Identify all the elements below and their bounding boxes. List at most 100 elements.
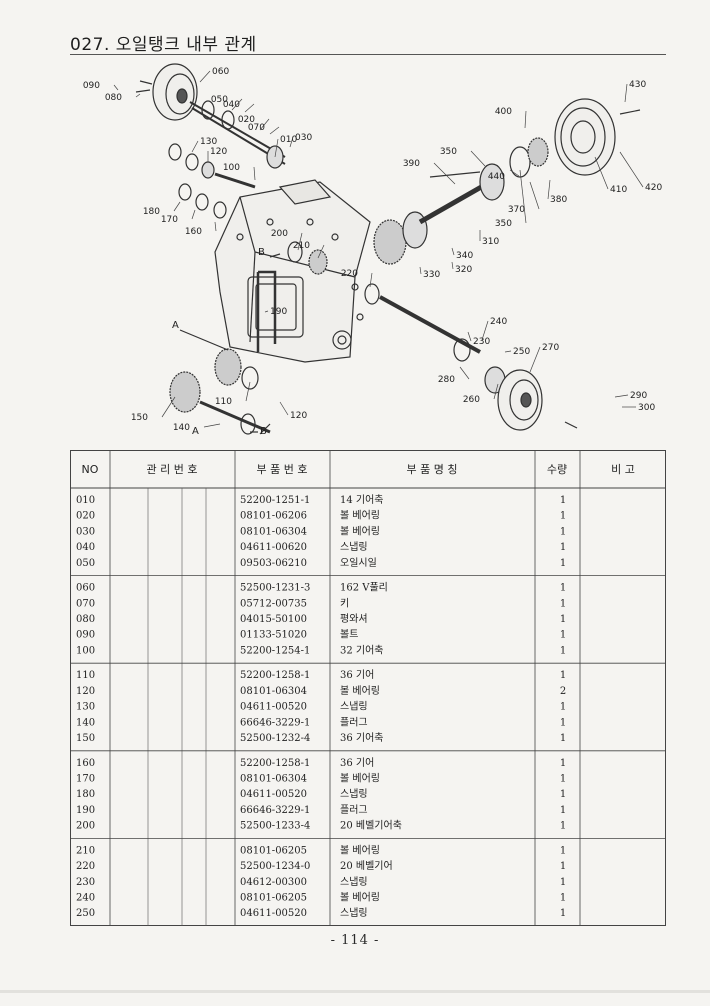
part-callout-030: 030 [295,133,312,143]
row-part-name: 20 베벨기어 [340,860,393,872]
row-no: 110 [76,670,95,681]
part-callout-070: 070 [248,123,265,133]
row-part-name: 스냅링 [340,907,368,919]
row-no: 080 [76,614,95,625]
page-title: 027. 오일탱크 내부 관계 [70,35,257,55]
title-rule [70,54,666,55]
header-remarks: 비 고 [611,463,635,476]
callout-leader [451,261,454,270]
row-part-number: 04611-00520 [240,702,307,713]
row-qty: 1 [560,614,566,625]
row-part-name: 36 기어 [340,669,374,681]
row-part-number: 52500-1232-4 [240,733,310,744]
callout-leader [113,84,119,91]
row-qty: 1 [560,542,566,553]
row-no: 030 [76,526,95,537]
row-part-name: 평와셔 [340,613,368,625]
part-callout-050: 050 [211,95,228,105]
part-callout-020: 020 [238,115,255,125]
part-callout-420: 420 [645,183,662,193]
reference-label-a: A [192,426,199,437]
part-callout-040: 040 [223,100,240,110]
callout-leader [529,346,541,373]
part-callout-210: 210 [293,241,310,251]
part-callout-100: 100 [223,163,240,173]
header-part_no: 부 품 번 호 [257,463,308,476]
part-callout-250: 250 [513,347,530,357]
row-part-number: 01133-51020 [240,630,307,641]
callout-leader [419,266,422,275]
row-part-name: 볼 베어링 [340,525,380,537]
callout-leader [369,272,373,288]
part-callout-160: 160 [185,227,202,237]
callout-leader [619,151,644,188]
callout-leader [259,118,270,131]
row-qty: 1 [560,774,566,785]
row-part-number: 66646-3229-1 [240,805,310,816]
row-part-number: 52200-1254-1 [240,645,310,656]
row-qty: 1 [560,495,566,506]
part-callout-200: 200 [271,229,288,239]
part-callout-350: 350 [440,147,457,157]
row-part-number: 08101-06206 [240,511,307,522]
row-qty: 1 [560,861,566,872]
row-qty: 1 [560,702,566,713]
row-no: 180 [76,789,95,800]
row-part-number: 09503-06210 [240,558,307,569]
part-callout-430: 430 [629,80,646,90]
callout-leader [264,310,269,313]
row-no: 040 [76,542,95,553]
row-no: 160 [76,758,95,769]
row-no: 070 [76,598,95,609]
callout-leader [529,181,540,210]
part-callout-180: 180 [143,207,160,217]
row-part-name: 스냅링 [340,876,368,888]
callout-leader [203,423,221,428]
callout-leader [231,98,243,111]
row-part-name: 볼트 [340,629,358,641]
callout-leader [214,221,217,232]
row-part-name: 볼 베어링 [340,685,380,697]
header-qty: 수량 [547,463,567,476]
row-part-number: 04611-00520 [240,789,307,800]
row-no: 140 [76,717,95,728]
callout-leader [519,169,527,224]
callout-leader [509,169,520,177]
callout-leader [624,83,628,103]
row-part-number: 52200-1258-1 [240,758,310,769]
row-part-name: 플러그 [340,716,368,728]
part-callout-440: 440 [488,172,505,182]
row-qty: 1 [560,845,566,856]
callout-leader [199,70,211,83]
row-part-number: 52500-1234-0 [240,861,310,872]
part-callout-330: 330 [423,270,440,280]
callout-leader [433,162,456,185]
row-part-name: 볼 베어링 [340,773,380,785]
part-callout-080: 080 [105,93,122,103]
part-callout-380: 380 [550,195,567,205]
page-number: - 114 - [330,933,380,948]
part-callout-340: 340 [456,251,473,261]
row-no: 060 [76,583,95,594]
part-callout-370: 370 [508,205,525,215]
part-callout-230: 230 [473,337,490,347]
callout-leader [274,138,279,158]
row-no: 230 [76,877,95,888]
part-callout-290: 290 [630,391,647,401]
row-qty: 1 [560,598,566,609]
callout-leader [481,320,489,341]
part-callout-190: 190 [270,307,287,317]
callout-leader [317,244,325,259]
header-mgmt: 관 리 번 호 [147,463,198,476]
row-part-number: 08101-06205 [240,845,307,856]
callout-leader [253,166,256,181]
part-callout-260: 260 [463,395,480,405]
row-qty: 1 [560,893,566,904]
row-qty: 1 [560,670,566,681]
exploded-diagram: 0100200300400500600700800901001101201201… [83,63,662,437]
row-part-number: 52200-1258-1 [240,670,310,681]
callout-leader [289,136,294,148]
row-qty: 1 [560,583,566,594]
row-part-name: 스냅링 [340,541,368,553]
callout-leader [459,366,470,380]
